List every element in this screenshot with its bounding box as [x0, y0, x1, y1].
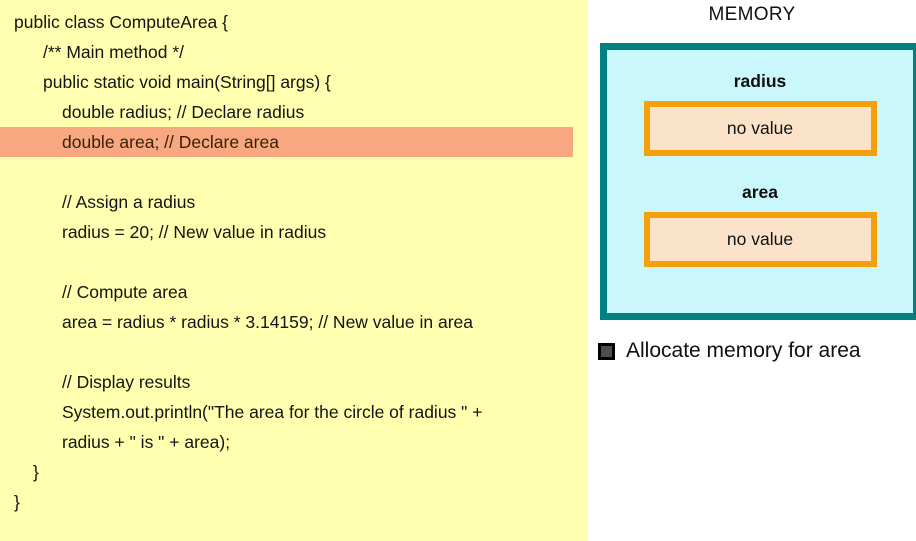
code-line: // Compute area [62, 282, 188, 302]
memory-slot-label-radius: radius [733, 71, 787, 91]
memory-slot-area: area no value [607, 180, 913, 267]
memory-value-text-radius: no value [726, 118, 794, 138]
memory-slot-radius: radius no value [607, 69, 913, 156]
code-line: radius = 20; // New value in radius [62, 222, 327, 242]
memory-diagram: MEMORY radius no value area no value All… [588, 0, 916, 541]
legend-caption: Allocate memory for area [626, 339, 861, 362]
code-line: public class ComputeArea { [14, 12, 228, 32]
code-line: double area; // Declare area [0, 127, 573, 157]
filled-square-icon [598, 343, 615, 360]
code-line: } [14, 492, 20, 512]
code-line: /** Main method */ [43, 42, 185, 62]
memory-title: MEMORY [708, 4, 796, 25]
code-line: // Assign a radius [62, 192, 196, 212]
memory-value-box-radius: no value [643, 101, 877, 156]
memory-value-text-area: no value [726, 229, 794, 249]
code-line: double radius; // Declare radius [62, 102, 305, 122]
code-line: area = radius * radius * 3.14159; // New… [62, 312, 474, 332]
code-line: // Display results [62, 372, 191, 392]
code-line-blank [0, 157, 588, 187]
legend: Allocate memory for area [598, 336, 916, 366]
code-panel: public class ComputeArea { /** Main metho… [0, 0, 588, 541]
code-line: System.out.println("The area for the cir… [62, 402, 483, 422]
code-line: radius + " is " + area); [62, 432, 231, 452]
legend-row: Allocate memory for area [598, 336, 916, 366]
code-line: } [33, 462, 39, 482]
code-line-list: public class ComputeArea { /** Main metho… [0, 7, 588, 517]
memory-value-box-area: no value [643, 212, 877, 267]
memory-slot-label-area: area [741, 182, 778, 202]
code-line: public static void main(String[] args) { [43, 72, 331, 92]
code-line-blank [0, 337, 588, 367]
code-line-blank [0, 247, 588, 277]
memory-box: radius no value area no value [600, 43, 916, 320]
